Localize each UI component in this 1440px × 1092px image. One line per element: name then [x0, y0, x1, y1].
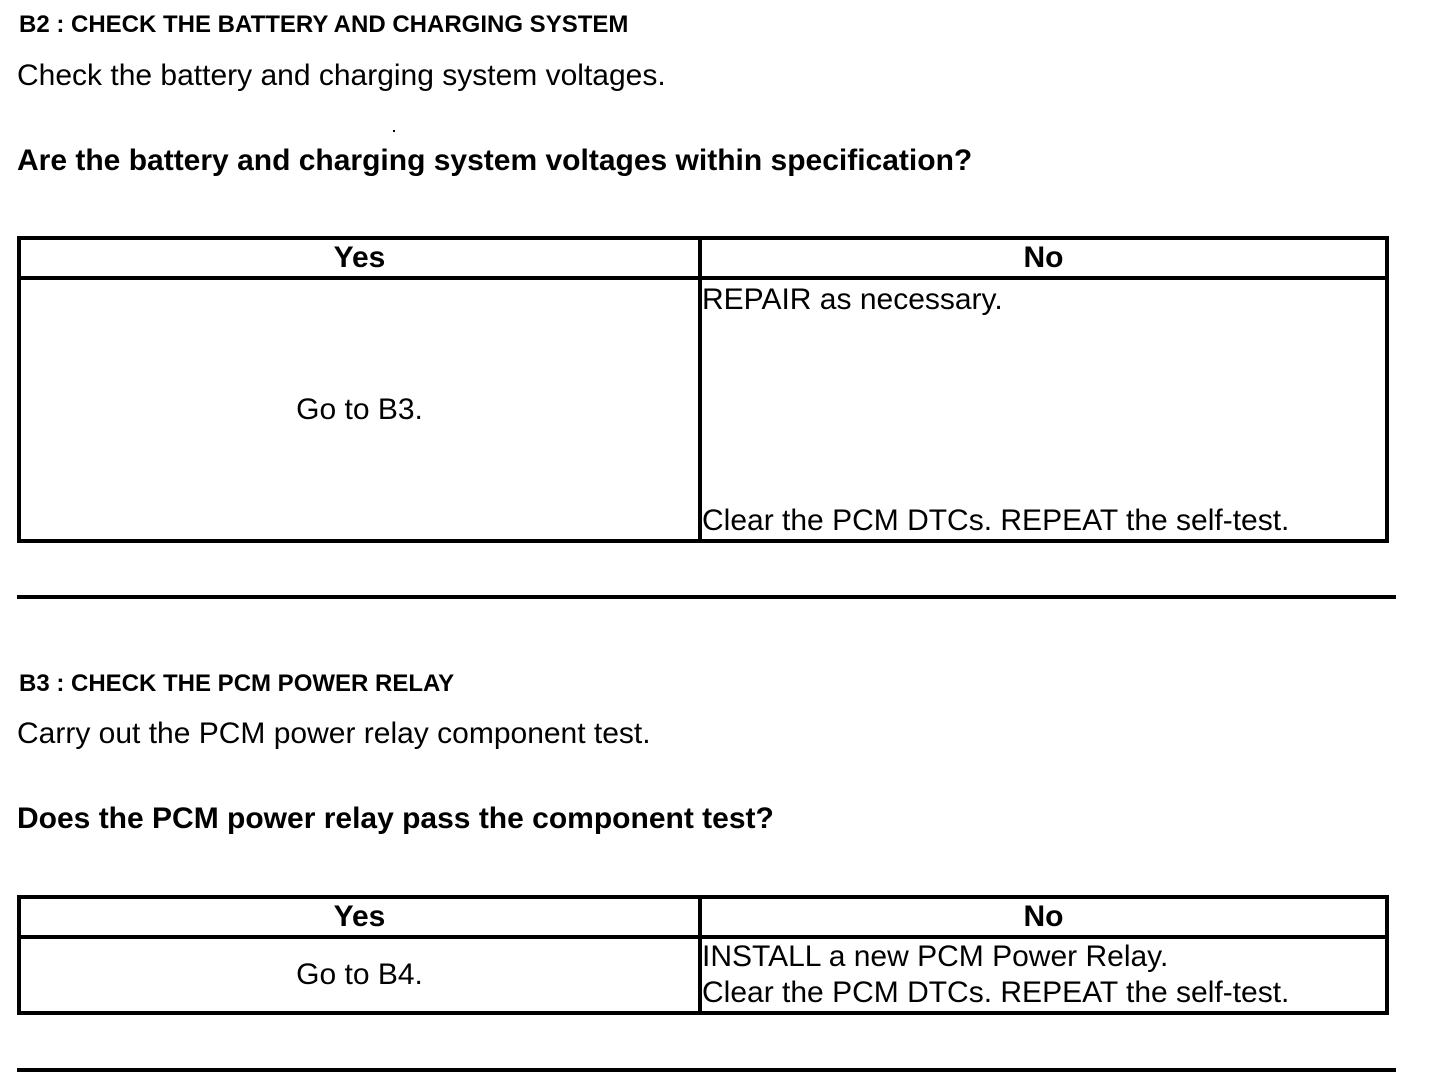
yes-column-header: Yes: [17, 895, 702, 939]
yes-outcome-text: Go to B4.: [296, 958, 423, 991]
yes-outcome-text: Go to B3.: [296, 392, 423, 426]
no-outcome-line-1: REPAIR as necessary.: [702, 283, 1003, 316]
section-divider: [17, 1068, 1396, 1072]
no-outcome-line-1: INSTALL a new PCM Power Relay.: [702, 940, 1169, 973]
b2-step-question: Are the battery and charging system volt…: [17, 144, 973, 177]
b3-step-instruction: Carry out the PCM power relay component …: [17, 717, 651, 750]
table-row: Go to B3. REPAIR as necessary. Clear the…: [17, 276, 1389, 543]
b2-step-instruction: Check the battery and charging system vo…: [17, 59, 666, 92]
yes-outcome-cell: Go to B3.: [17, 276, 702, 543]
b2-step-heading: B2 : CHECK THE BATTERY AND CHARGING SYST…: [19, 11, 629, 38]
b3-step-heading: B3 : CHECK THE PCM POWER RELAY: [19, 670, 455, 697]
table-header-row: Yes No: [17, 895, 1389, 939]
no-column-header: No: [698, 236, 1389, 280]
yes-outcome-cell: Go to B4.: [17, 935, 702, 1015]
no-outcome-line-2: Clear the PCM DTCs. REPEAT the self-test…: [702, 504, 1290, 537]
section-divider: [17, 595, 1396, 599]
table-header-row: Yes No: [17, 236, 1389, 280]
no-outcome-cell: INSTALL a new PCM Power Relay. Clear the…: [698, 935, 1389, 1015]
yes-column-header: Yes: [17, 236, 702, 280]
table-row: Go to B4. INSTALL a new PCM Power Relay.…: [17, 935, 1389, 1015]
no-outcome-line-2: Clear the PCM DTCs. REPEAT the self-test…: [702, 976, 1290, 1009]
b3-step-question: Does the PCM power relay pass the compon…: [17, 802, 774, 835]
b2-decision-table: Yes No Go to B3. REPAIR as necessary. Cl…: [17, 236, 1389, 543]
scan-speck: [393, 130, 395, 132]
no-column-header: No: [698, 895, 1389, 939]
no-outcome-cell: REPAIR as necessary. Clear the PCM DTCs.…: [698, 276, 1389, 543]
b3-decision-table: Yes No Go to B4. INSTALL a new PCM Power…: [17, 895, 1389, 1015]
